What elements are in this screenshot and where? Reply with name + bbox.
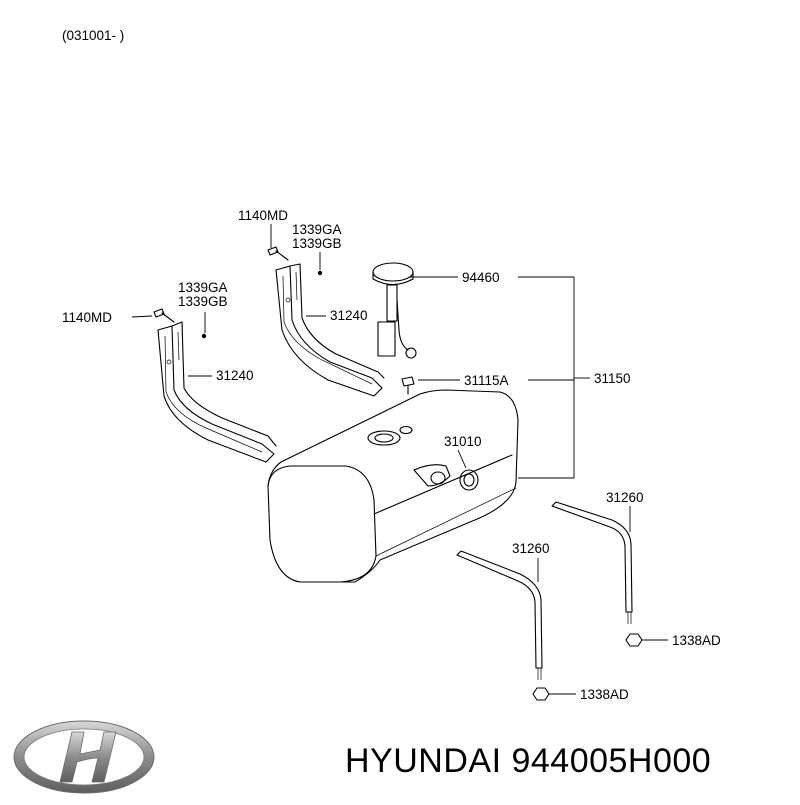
label-clip-upper-b: 1339GB: [292, 236, 342, 251]
label-clip-upper-a: 1339GA: [292, 222, 342, 237]
bracket-left: [157, 321, 277, 463]
label-filler-seal: 31010: [444, 434, 482, 449]
strap-left: [456, 550, 543, 680]
label-bolt-left: 1140MD: [62, 310, 112, 325]
label-tank-assy: 31150: [594, 371, 631, 386]
label-strap-left: 31260: [512, 541, 550, 556]
label-strap-right: 31260: [606, 490, 644, 505]
label-sender: 94460: [462, 270, 500, 285]
label-drain-plug: 31115A: [464, 373, 509, 388]
clip-left-icon: [201, 333, 207, 339]
bolt-upper-icon: [267, 246, 289, 261]
label-bracket-left: 31240: [216, 368, 254, 383]
label-clip-left-b: 1339GB: [178, 294, 228, 309]
nut-right-icon: [625, 633, 643, 647]
clip-upper-icon: [317, 270, 323, 276]
bracket-upper: [275, 263, 385, 397]
label-nut-right: 1338AD: [672, 633, 721, 648]
fuel-sender: [372, 262, 417, 359]
range-label: (031001- ): [62, 28, 124, 43]
label-clip-left-a: 1339GA: [178, 280, 228, 295]
fuel-tank: [267, 389, 519, 583]
label-bolt-upper: 1140MD: [238, 208, 288, 223]
drain-plug-icon: [401, 376, 415, 395]
hyundai-logo-icon: [13, 720, 155, 794]
label-nut-left: 1338AD: [580, 687, 629, 702]
strap-right: [551, 501, 633, 624]
label-bracket-upper: 31240: [330, 308, 368, 323]
brand-part-number: HYUNDAI 944005H000: [345, 742, 712, 780]
nut-left-icon: [532, 687, 550, 701]
bolt-left-icon: [153, 308, 175, 323]
